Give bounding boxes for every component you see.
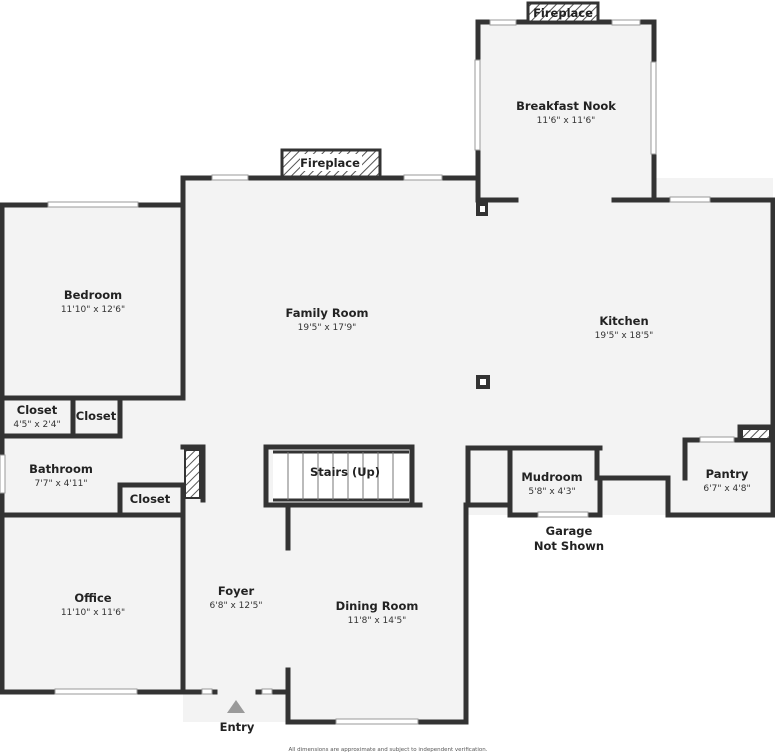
room-dims-dining-room: 11'8" x 14'5" [348, 616, 407, 626]
room-name-bathroom: Bathroom [29, 462, 93, 476]
room-dims-office: 11'10" x 11'6" [61, 608, 125, 618]
room-name-closet-1: Closet [17, 403, 58, 417]
room-dims-pantry: 6'7" x 4'8" [703, 484, 750, 494]
room-dims-bathroom: 7'7" x 4'11" [35, 479, 88, 489]
garage-label-line2: Not Shown [534, 539, 604, 553]
room-name-dining-room: Dining Room [336, 599, 419, 613]
room-dims-foyer: 6'8" x 12'5" [210, 601, 263, 611]
room-name-office: Office [74, 591, 111, 605]
room-name-mudroom: Mudroom [521, 470, 582, 484]
room-name-foyer: Foyer [218, 584, 255, 598]
fireplace-top-label: Fireplace [533, 6, 593, 20]
fireplace-family-label: Fireplace [300, 156, 360, 170]
garage-label-line1: Garage [546, 524, 593, 538]
pantry-vent [741, 428, 771, 440]
fireplace-top [526, 1, 600, 24]
room-dims-mudroom: 5'8" x 4'3" [528, 487, 575, 497]
disclaimer: All dimensions are approximate and subje… [289, 747, 488, 753]
room-name-breakfast-nook: Breakfast Nook [516, 99, 616, 113]
floor-area [2, 22, 773, 722]
entry-label: Entry [220, 720, 255, 734]
closet-vent [184, 449, 201, 499]
room-dims-kitchen: 19'5" x 18'5" [595, 331, 654, 341]
room-dims-breakfast-nook: 11'6" x 11'6" [537, 116, 596, 126]
room-name-stairs: Stairs (Up) [310, 465, 380, 479]
room-dims-bedroom: 11'10" x 12'6" [61, 305, 125, 315]
windows [0, 19, 735, 725]
room-name-kitchen: Kitchen [599, 314, 648, 328]
room-dims-family-room: 19'5" x 17'9" [298, 323, 357, 333]
stairs-treads [273, 450, 409, 502]
room-name-pantry: Pantry [706, 467, 749, 481]
room-name-closet-2: Closet [76, 409, 117, 423]
room-name-closet-3: Closet [130, 492, 171, 506]
entry-arrow-icon [227, 700, 245, 713]
room-dims-closet-1: 4'5" x 2'4" [13, 420, 60, 430]
room-name-family-room: Family Room [286, 306, 369, 320]
room-name-bedroom: Bedroom [64, 288, 122, 302]
